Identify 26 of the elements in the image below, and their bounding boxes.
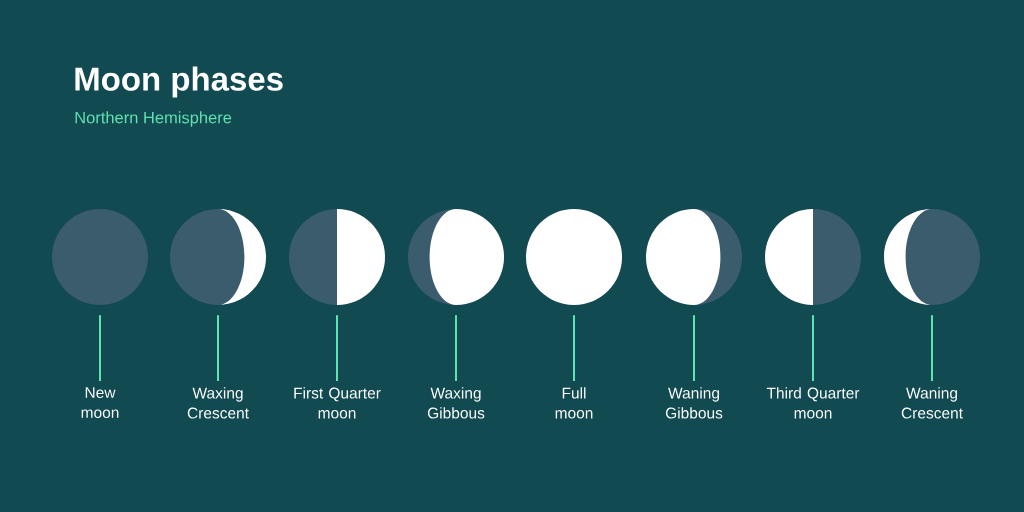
phase-label: First Quarter moon — [294, 387, 381, 419]
leader-line — [931, 314, 933, 382]
leader-line — [99, 314, 101, 382]
leader-line — [455, 314, 457, 382]
moon-drawing — [526, 209, 622, 305]
title: Moon phases — [75, 66, 283, 98]
moon-drawing — [289, 209, 385, 305]
phase-label: Waning Gibbous — [665, 387, 723, 419]
moon-drawing — [170, 209, 266, 305]
phase-label: Third Quarter moon — [766, 387, 860, 419]
phase-label: Full moon — [555, 387, 593, 419]
moon-drawing — [408, 209, 504, 305]
subtitle: Northern Hemisphere — [75, 111, 232, 127]
leader-line — [336, 314, 338, 382]
leader-line — [217, 314, 219, 382]
moon-drawing — [52, 209, 148, 305]
phase-label: Waxing Crescent — [187, 387, 249, 419]
leader-line — [693, 314, 695, 382]
leader-line — [573, 314, 575, 382]
moon-drawing — [646, 209, 742, 305]
leader-line — [812, 314, 814, 382]
moon-drawing — [765, 209, 861, 305]
phase-label: Waning Crescent — [901, 387, 963, 419]
moon-drawing — [884, 209, 980, 305]
phase-label: New moon — [81, 387, 119, 418]
phase-label: Waxing Gibbous — [427, 387, 485, 419]
